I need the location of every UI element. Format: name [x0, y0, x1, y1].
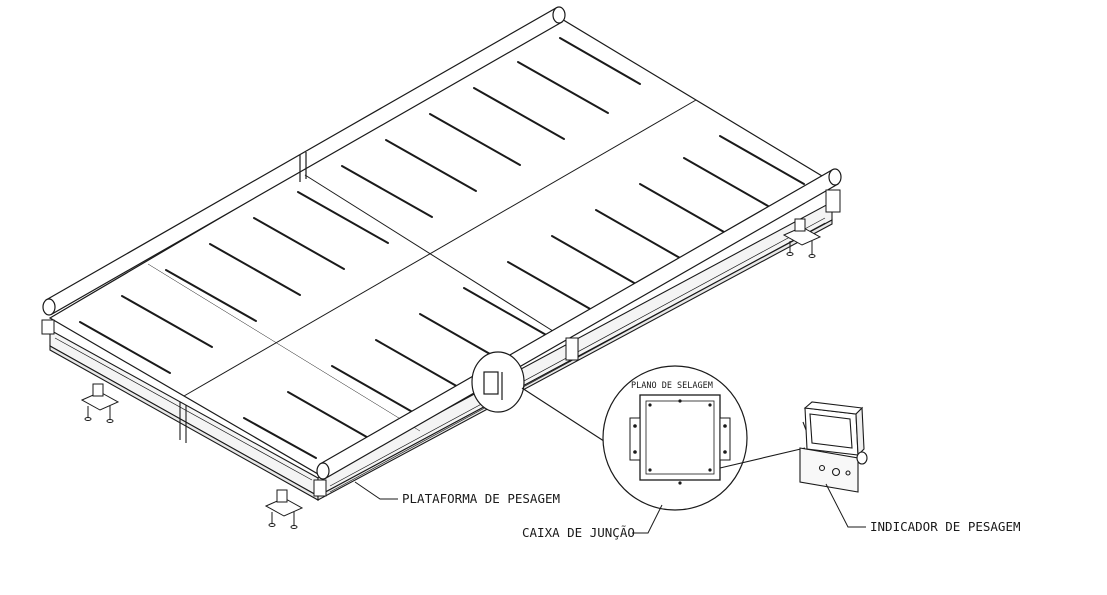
deck-groove	[121, 295, 213, 348]
right-rail	[316, 168, 842, 480]
deck-groove	[375, 339, 461, 389]
deck-groove	[473, 87, 565, 140]
weighing-indicator	[799, 401, 868, 493]
leader-platform	[354, 481, 398, 500]
sealing-plane-label: PLANO DE SELAGEM	[631, 381, 713, 391]
label-indicator: INDICADOR DE PESAGEM	[870, 519, 1021, 534]
deck-groove	[243, 417, 317, 459]
deck-groove	[517, 61, 609, 114]
deck-groove	[639, 183, 725, 233]
leader-indicator	[825, 483, 866, 528]
deck-groove	[559, 37, 641, 85]
deck-groove	[463, 287, 549, 337]
deck-groove	[551, 235, 637, 285]
load-cell-feet	[80, 218, 822, 529]
deck-groove	[209, 243, 301, 296]
callout-leaders	[354, 481, 866, 534]
leader-junction-to-detail	[521, 387, 611, 446]
deck-groove	[507, 261, 593, 311]
deck-groove	[683, 157, 769, 207]
deck-grooves	[79, 37, 805, 459]
indicator-cable	[719, 447, 806, 469]
deck-groove	[253, 217, 345, 270]
junction-box-on-platform	[471, 351, 525, 413]
deck-groove	[385, 139, 477, 192]
deck-groove	[595, 209, 681, 259]
leader-junction-box	[632, 504, 663, 534]
deck-groove	[341, 165, 433, 218]
sealing-plane-detail: PLANO DE SELAGEM	[602, 365, 748, 511]
corner-brackets	[41, 189, 841, 497]
left-rail	[42, 6, 566, 316]
load-cell-foot	[782, 218, 822, 258]
deck-groove	[287, 391, 373, 441]
deck-groove	[165, 269, 257, 322]
deck-groove	[429, 113, 521, 166]
deck-groove	[331, 365, 417, 415]
deck-groove	[719, 135, 805, 185]
label-junction-box: CAIXA DE JUNÇÃO	[522, 525, 635, 540]
deck-groove	[79, 321, 171, 374]
label-platform: PLATAFORMA DE PESAGEM	[402, 491, 560, 506]
deck-groove	[297, 191, 389, 244]
load-cell-foot	[80, 383, 120, 423]
load-cell-foot	[264, 489, 304, 529]
